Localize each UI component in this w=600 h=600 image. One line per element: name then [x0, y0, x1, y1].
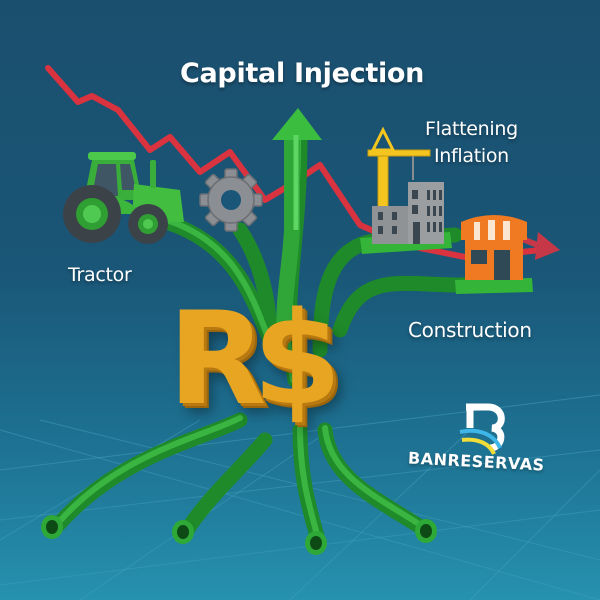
tractor-icon — [63, 152, 184, 244]
flattening-inflation-label: Flattening Inflation — [425, 116, 518, 170]
storefront-icon — [461, 215, 527, 280]
up-arrow-icon — [272, 108, 322, 341]
flattening-label-line1: Flattening — [425, 118, 518, 140]
flattening-label-line2: Inflation — [433, 145, 509, 167]
brand-logo-icon — [459, 403, 505, 455]
building-icon — [372, 182, 444, 244]
headline: Capital Injection — [180, 58, 425, 89]
construction-platform — [360, 126, 452, 254]
gear-icon — [199, 168, 263, 232]
store-platform — [455, 215, 533, 294]
pipes-roots — [41, 132, 518, 555]
construction-label: Construction — [408, 318, 532, 342]
currency-symbol: R$ — [168, 285, 342, 434]
tractor-label: Tractor — [68, 264, 132, 286]
